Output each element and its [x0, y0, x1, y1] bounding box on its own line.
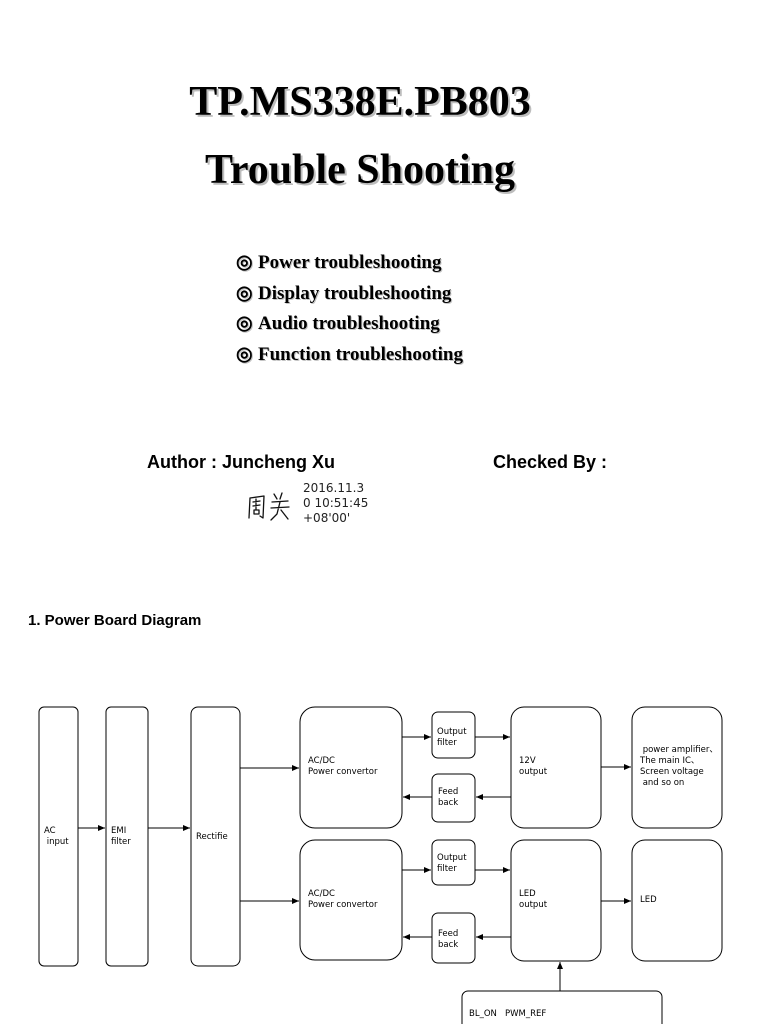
section-title: 1. Power Board Diagram — [28, 612, 202, 629]
label-feedback-bottom: Feed back — [438, 929, 459, 950]
double-circle-icon: ◎ — [236, 313, 253, 334]
topic-label: Display troubleshooting — [258, 282, 452, 304]
signature-timestamp: 2016.11.3 0 10:51:45 +08'00' — [303, 481, 368, 526]
stamp-timezone: +08'00' — [303, 511, 351, 525]
topic-label: Function troubleshooting — [258, 343, 463, 365]
output-filter-top-box — [431, 711, 476, 759]
loads-box — [631, 706, 723, 829]
double-circle-icon: ◎ — [236, 282, 253, 304]
label-acdc-top: AC/DC Power convertor — [308, 756, 378, 777]
bl-control-box — [461, 990, 663, 1024]
double-circle-icon: ◎ — [236, 343, 253, 365]
document-title-line1: TP.MS338E.PB803 — [189, 79, 531, 125]
double-circle-icon: ◎ — [236, 252, 253, 273]
topic-item-display: ◎Display troubleshooting — [236, 279, 463, 310]
handwritten-signature — [248, 492, 290, 521]
output-filter-bottom-box — [431, 839, 476, 886]
led-box — [631, 839, 723, 962]
topic-label: Audio troubleshooting — [258, 313, 440, 334]
label-bl-control: BL_ON PWM_REF — [469, 1009, 547, 1019]
ac-input-box — [38, 706, 79, 967]
label-ac-input: AC input — [44, 826, 69, 847]
label-output-12v: 12V output — [519, 756, 548, 777]
label-acdc-bottom: AC/DC Power convertor — [308, 889, 378, 910]
acdc-bottom-box — [299, 839, 403, 961]
acdc-top-box — [299, 706, 403, 829]
label-rectifier: Rectifie — [196, 832, 228, 842]
label-loads: power amplifier、 The main IC、 Screen vol… — [640, 745, 718, 788]
author-label: Author : Juncheng Xu — [147, 452, 335, 472]
label-led-output: LED output — [519, 889, 548, 910]
power-board-diagram: AC input EMI filter Rectifie AC/DC Power… — [0, 690, 768, 1024]
topic-item-audio: ◎Audio troubleshooting — [236, 309, 463, 340]
checked-by-label: Checked By : — [493, 452, 608, 472]
topic-item-function: ◎Function troubleshooting — [236, 340, 463, 371]
feedback-bottom-box — [431, 912, 476, 964]
topic-list: ◎Power troubleshooting ◎Display troubles… — [236, 248, 463, 370]
label-feedback-top: Feed back — [438, 787, 459, 808]
feedback-top-box — [431, 773, 476, 823]
stamp-time: 0 10:51:45 — [303, 496, 369, 510]
topic-label: Power troubleshooting — [258, 252, 442, 273]
rectifier-box — [190, 706, 241, 967]
topic-item-power: ◎Power troubleshooting — [236, 248, 463, 279]
stamp-date: 2016.11.3 — [303, 481, 365, 495]
document-title-line2: Trouble Shooting — [204, 147, 516, 193]
label-emi-filter: EMI filter — [111, 826, 131, 847]
label-output-filter-top: Output filter — [437, 727, 467, 748]
diagram-canvas — [38, 706, 723, 1024]
label-led: LED — [640, 895, 657, 905]
emi-filter-box — [105, 706, 149, 967]
label-output-filter-bottom: Output filter — [437, 853, 467, 874]
